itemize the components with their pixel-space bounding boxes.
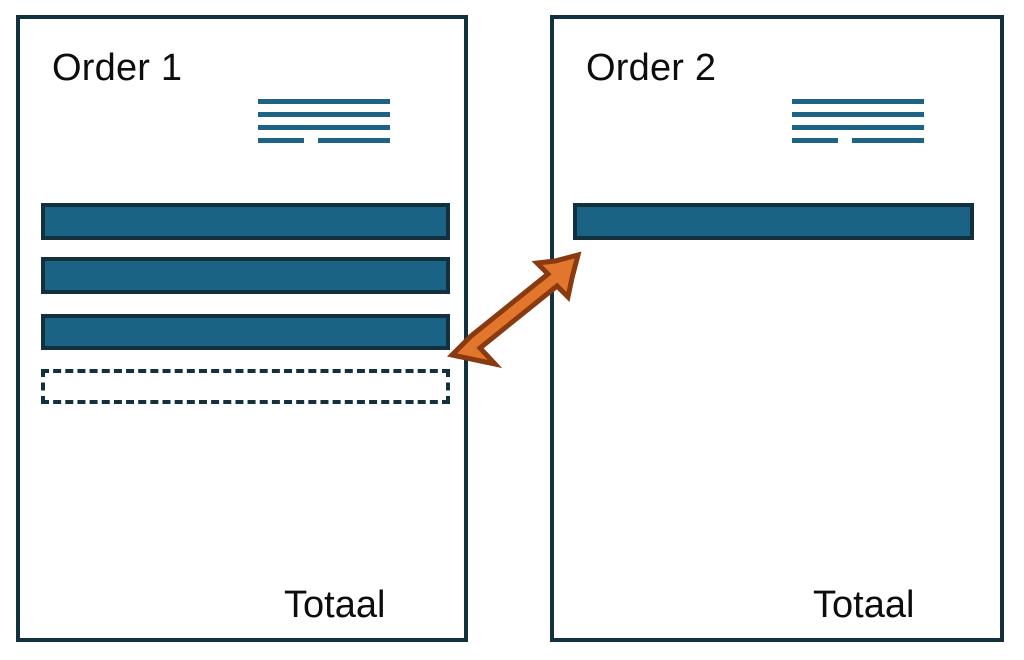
total-label-order-2: Totaal	[813, 584, 915, 626]
document-line-row	[792, 125, 924, 130]
document-line-segment	[258, 112, 390, 117]
document-line-segment	[258, 138, 304, 143]
document-line-row-split	[258, 138, 390, 143]
document-line-row	[792, 99, 924, 104]
document-line-segment	[852, 138, 924, 143]
document-line-segment	[318, 138, 390, 143]
document-line-segment	[258, 99, 390, 104]
document-lines-order-2	[792, 99, 924, 143]
document-line-gap	[838, 138, 852, 143]
order-panel-1[interactable]: Order 1 Totaal	[16, 15, 468, 642]
order-panel-2[interactable]: Order 2 Totaal	[550, 15, 1004, 642]
panel-title-order-1: Order 1	[52, 47, 183, 89]
document-line-segment	[792, 125, 924, 130]
order-line-item-3[interactable]	[41, 314, 450, 350]
document-line-row	[258, 125, 390, 130]
order-line-item-1[interactable]	[41, 203, 450, 240]
document-line-segment	[258, 125, 390, 130]
total-label-order-1: Totaal	[284, 584, 386, 626]
document-line-segment	[792, 99, 924, 104]
document-line-row-split	[792, 138, 924, 143]
document-line-gap	[304, 138, 318, 143]
document-line-segment	[792, 112, 924, 117]
document-line-segment	[792, 138, 838, 143]
document-line-row	[258, 112, 390, 117]
document-line-row	[258, 99, 390, 104]
order-line-item-placeholder[interactable]	[41, 369, 450, 404]
document-lines-order-1	[258, 99, 390, 143]
order-line-item-2[interactable]	[41, 257, 450, 294]
document-line-row	[792, 112, 924, 117]
order-line-item-1[interactable]	[573, 203, 974, 240]
panel-title-order-2: Order 2	[586, 47, 717, 89]
